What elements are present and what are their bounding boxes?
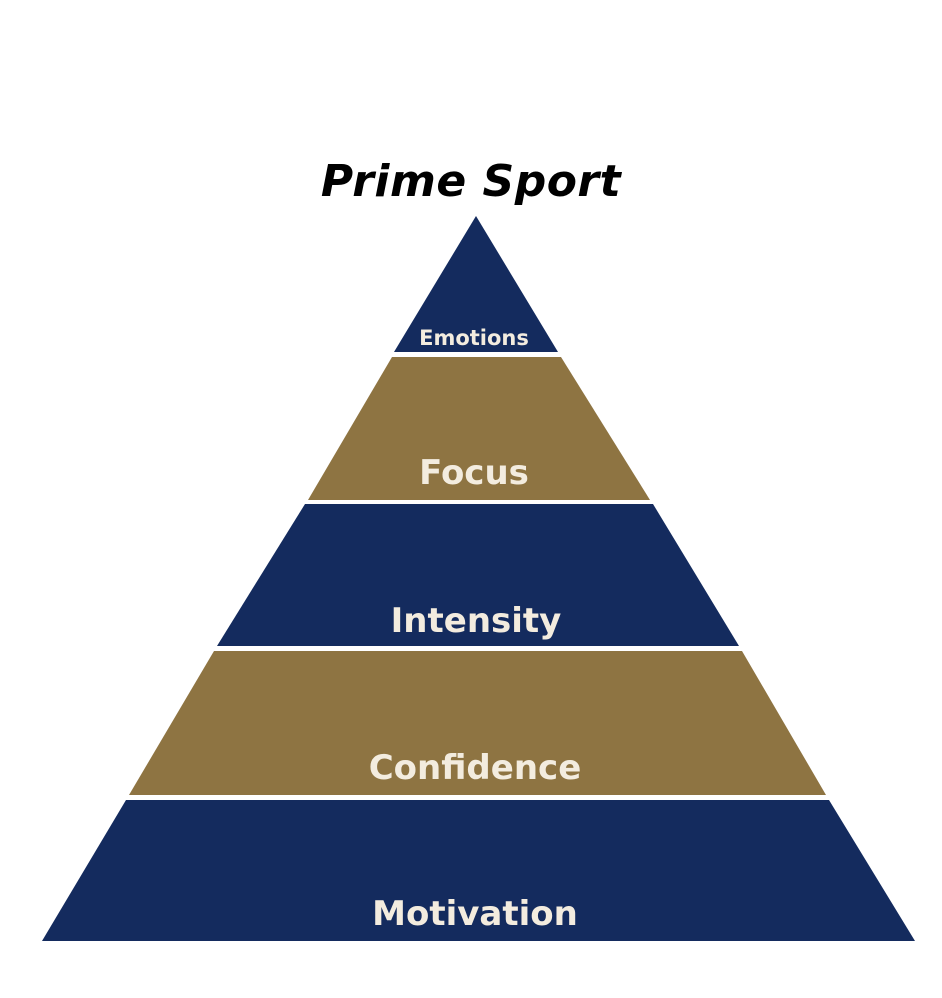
tier-focus-shape — [308, 357, 650, 500]
tier-intensity-shape — [217, 504, 739, 646]
tier-confidence-shape — [129, 651, 826, 795]
tier-intensity-label: Intensity — [391, 601, 562, 641]
tier-focus-label: Focus — [419, 453, 529, 493]
tier-emotions-shape — [394, 216, 558, 352]
tier-motivation-shape — [42, 800, 915, 941]
tier-motivation-label: Motivation — [372, 894, 578, 934]
tier-confidence-label: Confidence — [369, 748, 582, 788]
tier-emotions-label: Emotions — [419, 326, 529, 350]
diagram-title: Prime Sport — [320, 156, 622, 207]
